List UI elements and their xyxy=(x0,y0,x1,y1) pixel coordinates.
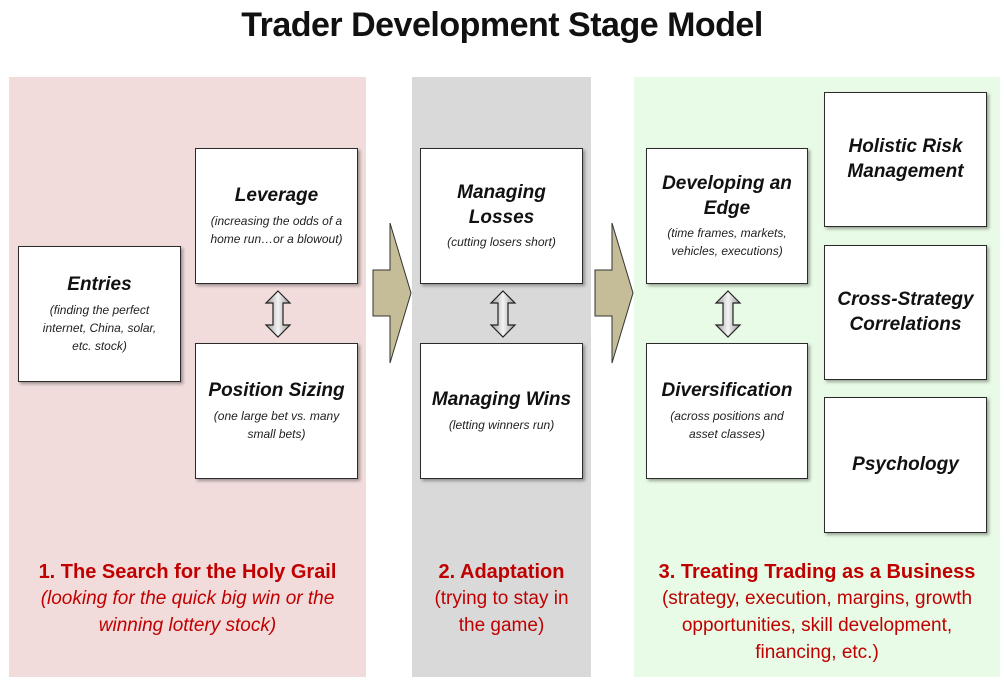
managing-wins-title: Managing Wins xyxy=(431,389,572,411)
stage-2-caption: 2. Adaptation (trying to stay in the gam… xyxy=(412,558,591,640)
position-sizing-box: Position Sizing (one large bet vs. many … xyxy=(195,343,358,479)
entries-box: Entries (finding the perfect internet, C… xyxy=(18,246,181,382)
position-sizing-title: Position Sizing xyxy=(208,380,345,402)
diversification-title: Diversification xyxy=(661,380,793,402)
managing-losses-box: Managing Losses (cutting losers short) xyxy=(420,148,583,284)
stage-2-heading: 2. Adaptation xyxy=(438,561,565,583)
developing-edge-box: Developing an Edge (time frames, markets… xyxy=(646,148,808,284)
diversification-box: Diversification (across positions and as… xyxy=(646,343,808,479)
entries-title: Entries xyxy=(67,274,132,296)
losses-wins-double-arrow xyxy=(489,290,517,338)
managing-losses-subtitle: (cutting losers short) xyxy=(447,235,556,250)
stage-1-caption: 1. The Search for the Holy Grail (lookin… xyxy=(9,558,366,640)
stage-2-description: (trying to stay in the game) xyxy=(434,588,569,637)
leverage-title: Leverage xyxy=(234,185,319,207)
edge-diversification-double-arrow xyxy=(714,290,742,338)
diagram-title: Trader Development Stage Model xyxy=(241,6,763,44)
psychology-box: Psychology xyxy=(824,397,987,533)
stage-1-to-2-arrow xyxy=(372,222,412,364)
diversification-subtitle: (across positions and asset classes) xyxy=(670,408,784,441)
developing-edge-subtitle: (time frames, markets, vehicles, executi… xyxy=(667,226,787,259)
managing-wins-subtitle: (letting winners run) xyxy=(448,417,555,432)
cross-strategy-title: Cross-Strategy Correlations xyxy=(837,288,974,335)
leverage-subtitle: (increasing the odds of a home run…or a … xyxy=(210,213,343,246)
stage-1-description: (looking for the quick big win or the wi… xyxy=(40,588,335,637)
managing-losses-title: Managing Losses xyxy=(457,181,546,228)
holistic-risk-title: Holistic Risk Management xyxy=(847,135,964,182)
stage-3-heading: 3. Treating Trading as a Business xyxy=(658,561,976,583)
leverage-sizing-double-arrow xyxy=(264,290,292,338)
stage-2-to-3-arrow xyxy=(594,222,634,364)
managing-wins-box: Managing Wins (letting winners run) xyxy=(420,343,583,479)
stage-3-caption: 3. Treating Trading as a Business (strat… xyxy=(634,558,1000,667)
entries-subtitle: (finding the perfect internet, China, so… xyxy=(42,302,157,353)
cross-strategy-box: Cross-Strategy Correlations xyxy=(824,245,987,380)
developing-edge-title: Developing an Edge xyxy=(662,172,792,219)
holistic-risk-box: Holistic Risk Management xyxy=(824,92,987,227)
position-sizing-subtitle: (one large bet vs. many small bets) xyxy=(213,408,340,441)
psychology-title: Psychology xyxy=(852,453,959,475)
leverage-box: Leverage (increasing the odds of a home … xyxy=(195,148,358,284)
stage-1-heading: 1. The Search for the Holy Grail xyxy=(38,561,337,583)
stage-3-description: (strategy, execution, margins, growth op… xyxy=(661,588,973,664)
